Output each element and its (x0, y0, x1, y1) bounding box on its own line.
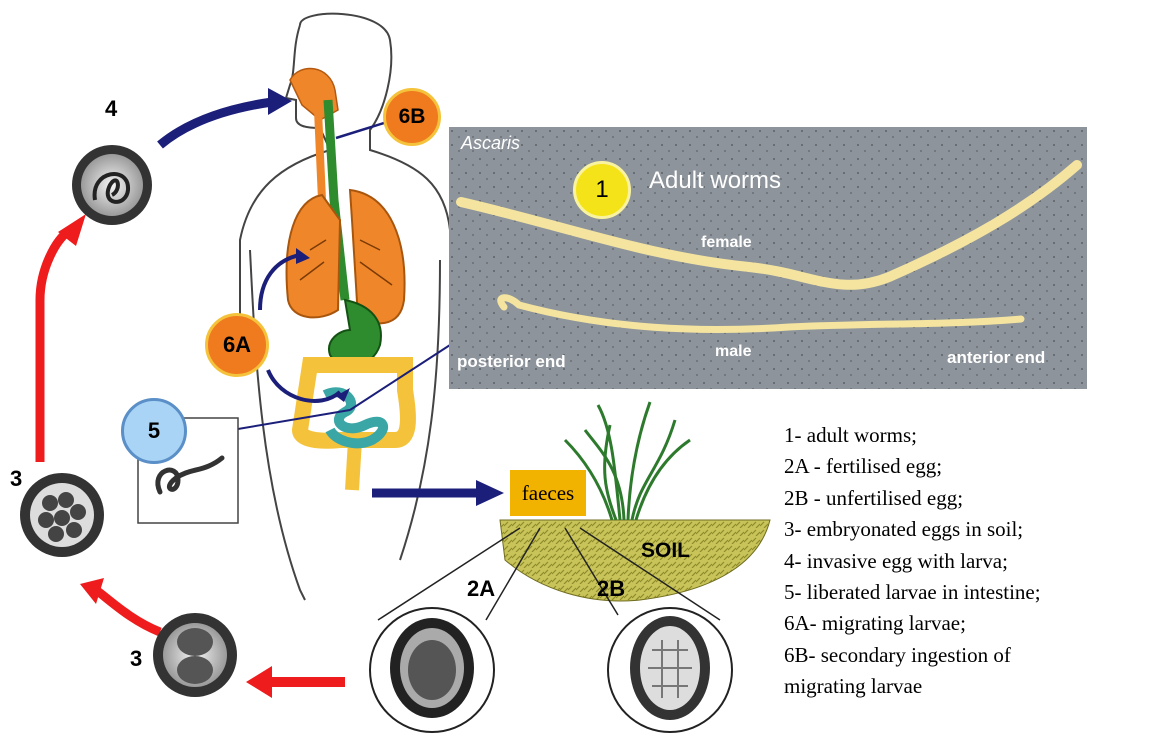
legend-item: 5- liberated larvae in intestine; (784, 577, 1144, 608)
male-label: male (715, 343, 751, 361)
soil-label: SOIL (641, 539, 690, 563)
posterior-end-label: posterior end (457, 352, 566, 372)
marker-1: 1 (573, 161, 631, 219)
unfertilised-egg-2b (608, 608, 732, 732)
egg-stage-4 (72, 145, 152, 225)
egg-stage-3-upper (20, 473, 104, 557)
marker-5: 5 (121, 398, 187, 464)
legend-item: 6A- migrating larvae; (784, 608, 1144, 639)
anterior-end-label: anterior end (947, 348, 1045, 368)
marker-6b: 6B (383, 88, 441, 146)
egg-stage-3-lower (153, 613, 237, 697)
legend-item: 1- adult worms; (784, 420, 1144, 451)
genus-label: Ascaris (461, 133, 520, 154)
label-stage-4: 4 (105, 96, 117, 122)
female-label: female (701, 234, 752, 252)
legend-item: migrating larvae (784, 671, 1144, 702)
legend-item: 6B- secondary ingestion of (784, 640, 1144, 671)
legend-item: 3- embryonated eggs in soil; (784, 514, 1144, 545)
label-2b: 2B (597, 576, 625, 602)
adult-worms-photo: Ascaris 1 Adult worms female male poster… (449, 127, 1087, 389)
5-leader-line (232, 410, 350, 430)
legend-item: 2A - fertilised egg; (784, 451, 1144, 482)
legend-item: 4- invasive egg with larva; (784, 546, 1144, 577)
legend-item: 2B - unfertilised egg; (784, 483, 1144, 514)
ingestion-arrow (160, 102, 272, 145)
label-stage-3-lower: 3 (130, 646, 142, 672)
label-stage-3-upper: 3 (10, 466, 22, 492)
cycle-arrow-3-to-4 (40, 230, 70, 462)
soil-mound (500, 520, 770, 601)
trachea (318, 110, 322, 200)
legend: 1- adult worms; 2A - fertilised egg; 2B … (784, 420, 1144, 703)
cycle-arrow-3-to-3 (96, 590, 160, 632)
adult-worms-title: Adult worms (649, 167, 781, 195)
marker-6a: 6A (205, 313, 269, 377)
faeces-label: faeces (510, 470, 586, 516)
label-2a: 2A (467, 576, 495, 602)
fertilised-egg-2a (370, 608, 494, 732)
